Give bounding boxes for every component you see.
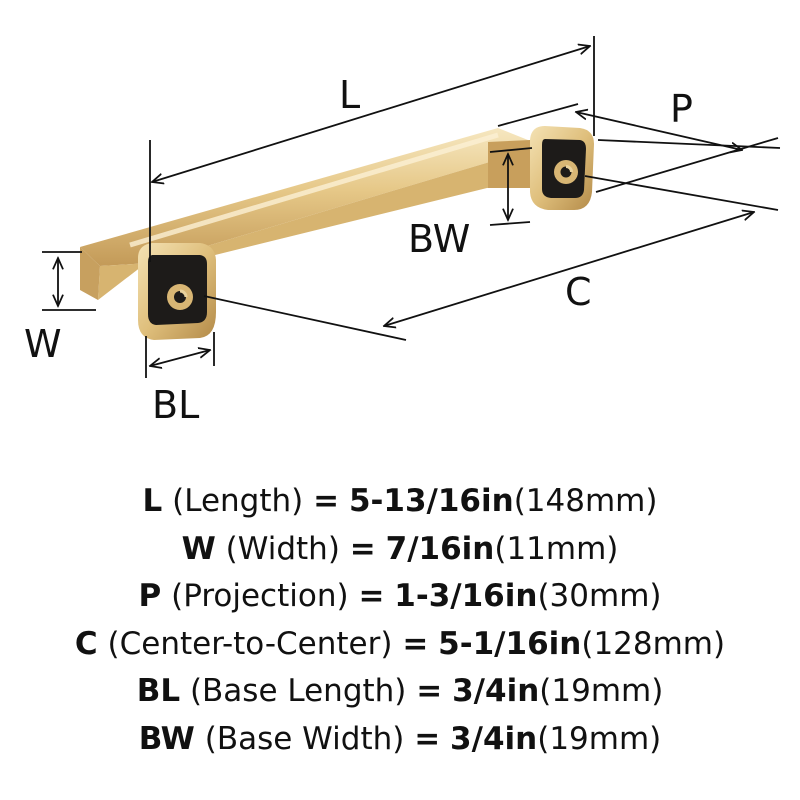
spec-row-base-width: BW (Base Width) = 3/4in(19mm) [0, 716, 800, 764]
spec-code: BL [136, 673, 181, 709]
label-base-length: BL [152, 383, 199, 427]
pull-bar-front [98, 150, 530, 300]
pull-inner-notch [488, 140, 530, 188]
dimension-lines [42, 36, 781, 378]
spec-metric: (19mm) [539, 673, 664, 709]
label-center-to-center: C [565, 270, 592, 314]
spec-name: (Base Length) [189, 673, 407, 709]
spec-row-projection: P (Projection) = 1-3/16in(30mm) [0, 573, 800, 621]
label-width: W [24, 322, 62, 366]
spec-equals: = [349, 530, 376, 567]
spec-row-center-to-center: C (Center-to-Center) = 5-1/16in(128mm) [0, 621, 800, 669]
base-length-arrow [150, 350, 210, 366]
spec-name: (Base Width) [204, 720, 405, 757]
spec-imperial: 5-1/16in [438, 625, 582, 662]
spec-metric: (148mm) [513, 483, 658, 519]
spec-equals: = [358, 578, 385, 614]
spec-equals: = [313, 483, 340, 519]
spec-code: L [142, 483, 163, 519]
label-projection: P [670, 87, 693, 131]
spec-metric: (128mm) [581, 625, 726, 662]
label-length: L [339, 73, 360, 117]
spec-code: BW [138, 720, 195, 757]
dimension-diagram: L P BW C W BL [24, 36, 781, 427]
spec-metric: (30mm) [537, 578, 662, 614]
spec-code: P [138, 578, 162, 614]
spec-name: (Center-to-Center) [107, 625, 393, 662]
spec-equals: = [414, 720, 441, 757]
spec-equals: = [416, 673, 443, 709]
spec-imperial: 1-3/16in [394, 578, 538, 614]
spec-imperial: 3/4in [452, 673, 540, 709]
spec-row-length: L (Length) = 5-13/16in(148mm) [0, 478, 800, 526]
spec-row-base-length: BL (Base Length) = 3/4in(19mm) [0, 668, 800, 716]
spec-equals: = [402, 625, 429, 662]
projection-arrow [576, 112, 742, 150]
spec-imperial: 5-13/16in [348, 483, 514, 519]
spec-row-width: W (Width) = 7/16in(11mm) [0, 526, 800, 574]
spec-name: (Projection) [171, 578, 349, 614]
spec-code: C [74, 625, 98, 662]
spec-name: (Width) [225, 530, 340, 567]
pull-left-post [138, 243, 216, 340]
spec-imperial: 7/16in [385, 530, 495, 567]
spec-metric: (19mm) [537, 720, 662, 757]
specifications-list: L (Length) = 5-13/16in(148mm) W (Width) … [0, 478, 800, 763]
spec-metric: (11mm) [494, 530, 619, 567]
center-to-center-arrow [384, 212, 754, 326]
pull-left-end [80, 247, 100, 300]
spec-imperial: 3/4in [450, 720, 538, 757]
cabinet-pull [80, 126, 594, 340]
label-base-width: BW [408, 217, 470, 261]
pull-right-post [530, 126, 594, 210]
spec-code: W [181, 530, 216, 567]
spec-name: (Length) [172, 483, 304, 519]
length-arrow [152, 46, 590, 182]
